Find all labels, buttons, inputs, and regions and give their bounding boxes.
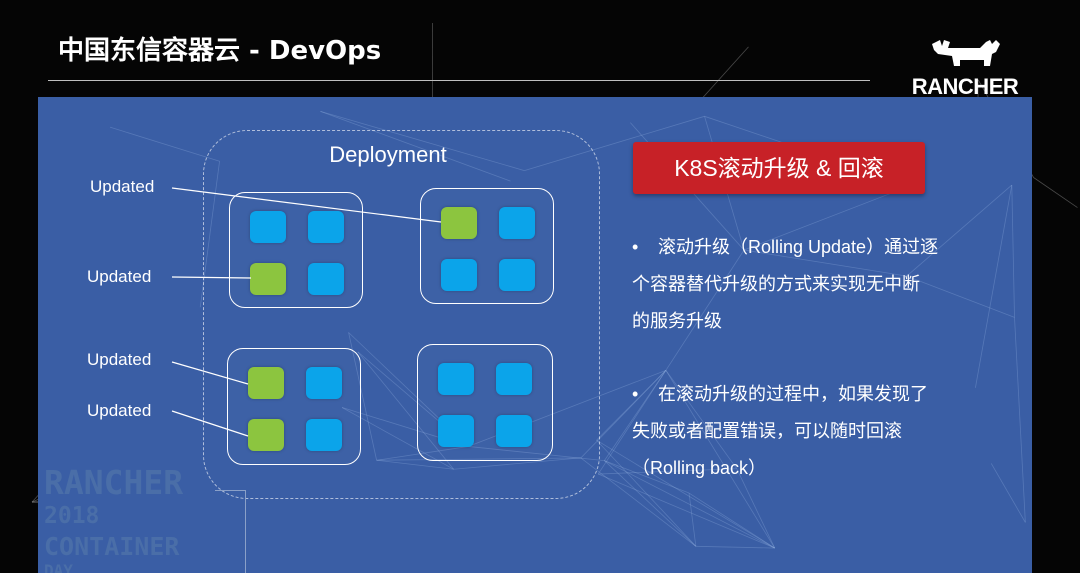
- watermark-line: 2018: [44, 503, 100, 529]
- bullet-line: •滚动升级（Rolling Update）通过逐: [632, 229, 982, 266]
- pod: [441, 259, 477, 291]
- network-line: [990, 463, 1026, 523]
- pod: [496, 415, 532, 447]
- event-watermark: RANCHER 2018 CONTAINER DAY: [44, 466, 183, 573]
- network-line: [580, 457, 697, 547]
- network-line: [743, 185, 911, 251]
- network-line: [1011, 185, 1015, 318]
- network-line: [688, 493, 697, 547]
- update-connectors: [171, 187, 442, 437]
- network-line: [975, 185, 1013, 388]
- watermark-line: RANCHER: [44, 463, 184, 502]
- network-line: [736, 468, 776, 549]
- slide-title: 中国东信容器云 - DevOps: [58, 36, 382, 66]
- network-line: [598, 473, 775, 549]
- network-line: [604, 460, 775, 549]
- updated-pod: [441, 207, 477, 239]
- pod: [438, 363, 474, 395]
- node-bottom-right: [417, 344, 553, 461]
- network-line: [376, 459, 454, 470]
- bullet-line: 失败或者配置错误，可以随时回滚: [632, 421, 902, 441]
- network-line: [665, 370, 738, 469]
- rancher-logo: RANCHER: [906, 38, 1024, 100]
- updated-pod: [248, 419, 284, 451]
- bullet-line: （Rolling back）: [632, 458, 767, 478]
- network-line: [695, 545, 775, 549]
- bullet-marker: •: [632, 384, 639, 404]
- bullet-line: 的服务升级: [632, 311, 722, 331]
- pod: [499, 259, 535, 291]
- pod: [308, 211, 344, 243]
- network-line: [665, 370, 776, 549]
- rolling-update-badge: K8S滚动升级 & 回滚: [633, 142, 925, 194]
- network-line: [320, 110, 525, 171]
- network-line: [596, 439, 775, 549]
- network-line: [1014, 317, 1026, 523]
- updated-label: Updated: [90, 177, 155, 196]
- network-line: [598, 468, 737, 475]
- title-divider: [48, 80, 870, 81]
- pod: [308, 263, 344, 295]
- connector-line: [171, 361, 249, 385]
- logo-text: RANCHER: [911, 74, 1019, 99]
- network-line: [597, 370, 667, 475]
- network-line: [320, 110, 511, 182]
- network-line: [688, 492, 775, 549]
- bull-icon: [932, 40, 1000, 66]
- updated-pod: [250, 263, 286, 295]
- network-line: [596, 439, 697, 547]
- pod: [438, 415, 474, 447]
- connector-line: [171, 187, 442, 223]
- network-line: [906, 184, 1013, 277]
- network-line: [524, 115, 705, 171]
- network-line: [376, 457, 581, 461]
- pod: [306, 367, 342, 399]
- network-line: [109, 126, 220, 162]
- pod: [499, 207, 535, 239]
- connector-line: [171, 410, 249, 437]
- bullet-line: •在滚动升级的过程中，如果发现了: [632, 376, 982, 413]
- updated-label: Updated: [87, 401, 152, 420]
- bullet-marker: •: [632, 237, 639, 257]
- pod: [250, 211, 286, 243]
- network-line: [604, 460, 690, 494]
- deployment-boundary: [203, 130, 600, 499]
- network-line: [357, 351, 454, 470]
- bullet-line: 个容器替代升级的方式来实现无中断: [632, 274, 920, 294]
- updated-pod: [248, 367, 284, 399]
- network-line: [906, 275, 1015, 318]
- bullet-rolling-update: •滚动升级（Rolling Update）通过逐 个容器替代升级的方式来实现无中…: [632, 229, 982, 340]
- connector-line: [171, 276, 252, 279]
- bullet-rolling-back: •在滚动升级的过程中，如果发现了 失败或者配置错误，可以随时回滚 （Rollin…: [632, 376, 982, 487]
- content-panel: Deployment Updated Updated Updated Updat…: [38, 97, 1032, 573]
- network-line: [1033, 177, 1078, 208]
- pod: [306, 419, 342, 451]
- node-top-left: [229, 192, 363, 308]
- updated-label: Updated: [87, 267, 152, 286]
- node-bottom-left: [227, 348, 361, 465]
- network-line: [580, 370, 667, 459]
- deployment-label: Deployment: [329, 142, 447, 167]
- watermark-frame: [215, 490, 246, 573]
- node-top-right: [420, 188, 554, 304]
- network-line: [743, 249, 907, 277]
- pod: [496, 363, 532, 395]
- updated-label: Updated: [87, 350, 152, 369]
- watermark-line: CONTAINER: [44, 532, 180, 561]
- network-line: [596, 370, 667, 441]
- network-line: [604, 460, 697, 547]
- watermark-line: DAY: [44, 561, 73, 573]
- network-line: [604, 370, 667, 461]
- network-line: [665, 249, 745, 371]
